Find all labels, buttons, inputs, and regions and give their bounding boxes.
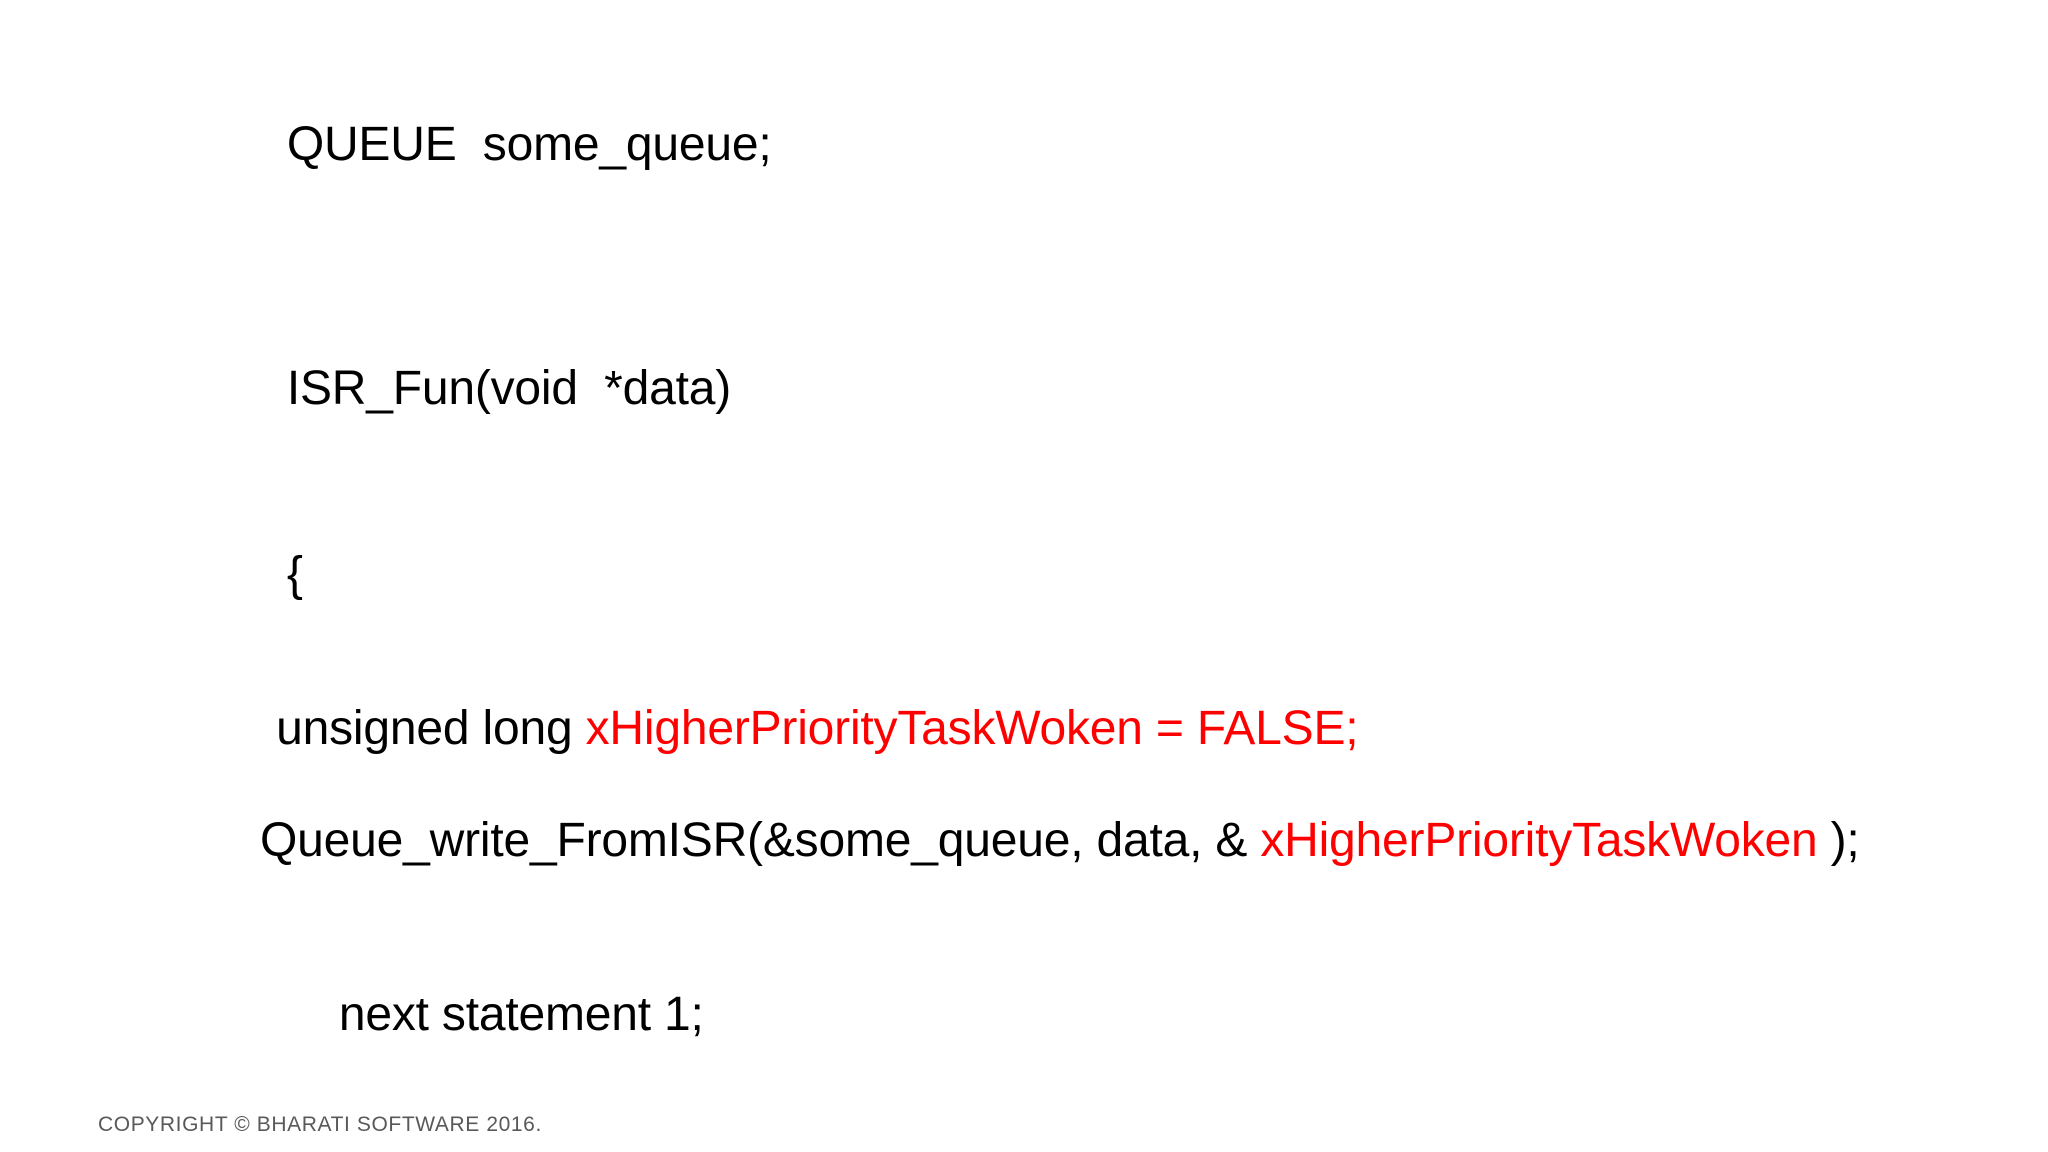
code-line-queue-declaration: QUEUE some_queue; xyxy=(208,52,1998,238)
code-text-call-close-paren: ); xyxy=(1817,814,1860,867)
code-text-brace-open: { xyxy=(286,548,303,601)
code-line-local-declaration: unsigned long xHigherPriorityTaskWoken =… xyxy=(208,698,1998,760)
code-spacer xyxy=(208,238,1998,296)
copyright-footer: COPYRIGHT © BHARATI SOFTWARE 2016. xyxy=(98,1113,542,1136)
code-line-isr-signature: ISR_Fun(void *data) xyxy=(208,296,1998,482)
code-spacer xyxy=(208,668,1998,698)
code-text-xhigherprioritytaskwoken-arg: xHigherPriorityTaskWoken xyxy=(1260,814,1818,867)
code-text-xhigherprioritytaskwoken-init: xHigherPriorityTaskWoken = FALSE; xyxy=(585,702,1359,755)
code-text-queue-write-call: Queue_write_FromISR(&some_queue, data, & xyxy=(260,814,1261,867)
code-text-unsigned-long: unsigned long xyxy=(263,702,586,755)
code-spacer xyxy=(208,760,1998,810)
code-text-queue-declaration: QUEUE some_queue; xyxy=(286,118,772,171)
code-line-queue-write-fromisr: Queue_write_FromISR(&some_queue, data, &… xyxy=(208,810,1998,872)
code-line-next-statement-1: next statement 1; xyxy=(208,922,1998,1108)
code-text-next-statement-1: next statement 1; xyxy=(338,988,704,1041)
code-block: QUEUE some_queue; ISR_Fun(void *data) { … xyxy=(208,52,1998,1152)
code-text-isr-signature: ISR_Fun(void *data) xyxy=(286,362,732,415)
code-spacer xyxy=(208,872,1998,922)
code-line-brace-open: { xyxy=(208,482,1998,668)
